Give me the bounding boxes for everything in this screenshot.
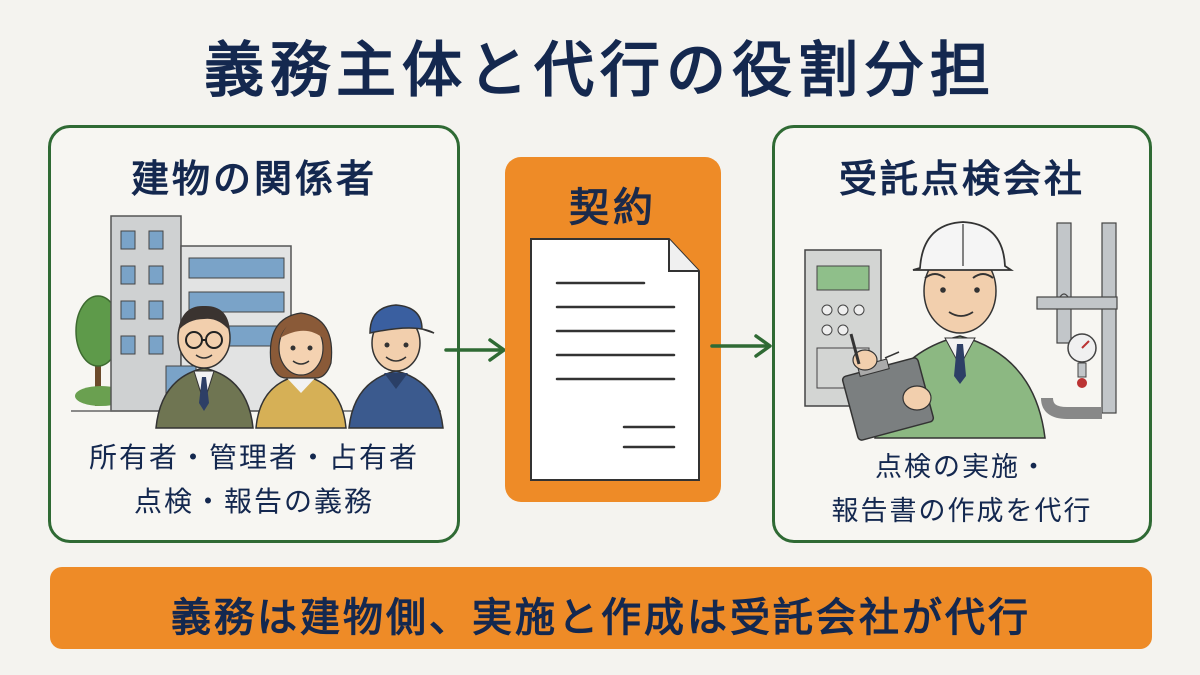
- page-title: 義務主体と代行の役割分担: [204, 36, 996, 106]
- building-stakeholders-title: 建物の関係者: [130, 157, 377, 201]
- contract-box: 契約: [505, 157, 721, 502]
- obligation-text: 点検・報告の義務: [133, 485, 374, 518]
- arrow-right-icon: [444, 338, 506, 362]
- pipe-gauge-icon: [1036, 222, 1118, 419]
- stakeholder-roles-text: 所有者・管理者・占有者: [88, 441, 419, 474]
- inspector-worker-icon: [841, 221, 1046, 441]
- summary-banner: 義務は建物側、実施と作成は受託会社が代行: [50, 567, 1152, 649]
- summary-banner-text: 義務は建物側、実施と作成は受託会社が代行: [171, 595, 1031, 641]
- inspection-execution-text: 点検の実施・: [875, 452, 1049, 483]
- people-group-icon: [155, 304, 444, 429]
- arrow-right-icon: [710, 334, 772, 358]
- document-icon: [530, 238, 700, 481]
- report-creation-text: 報告書の作成を代行: [831, 496, 1093, 527]
- contract-label: 契約: [569, 185, 657, 231]
- building-stakeholders-panel: 建物の関係者: [48, 125, 460, 543]
- inspection-company-title: 受託点検会社: [838, 157, 1085, 201]
- inspection-company-description: 点検の実施・ 報告書の作成を代行: [775, 446, 1149, 534]
- inspection-company-panel: 受託点検会社: [772, 125, 1152, 543]
- building-stakeholders-description: 所有者・管理者・占有者 点検・報告の義務: [51, 436, 457, 524]
